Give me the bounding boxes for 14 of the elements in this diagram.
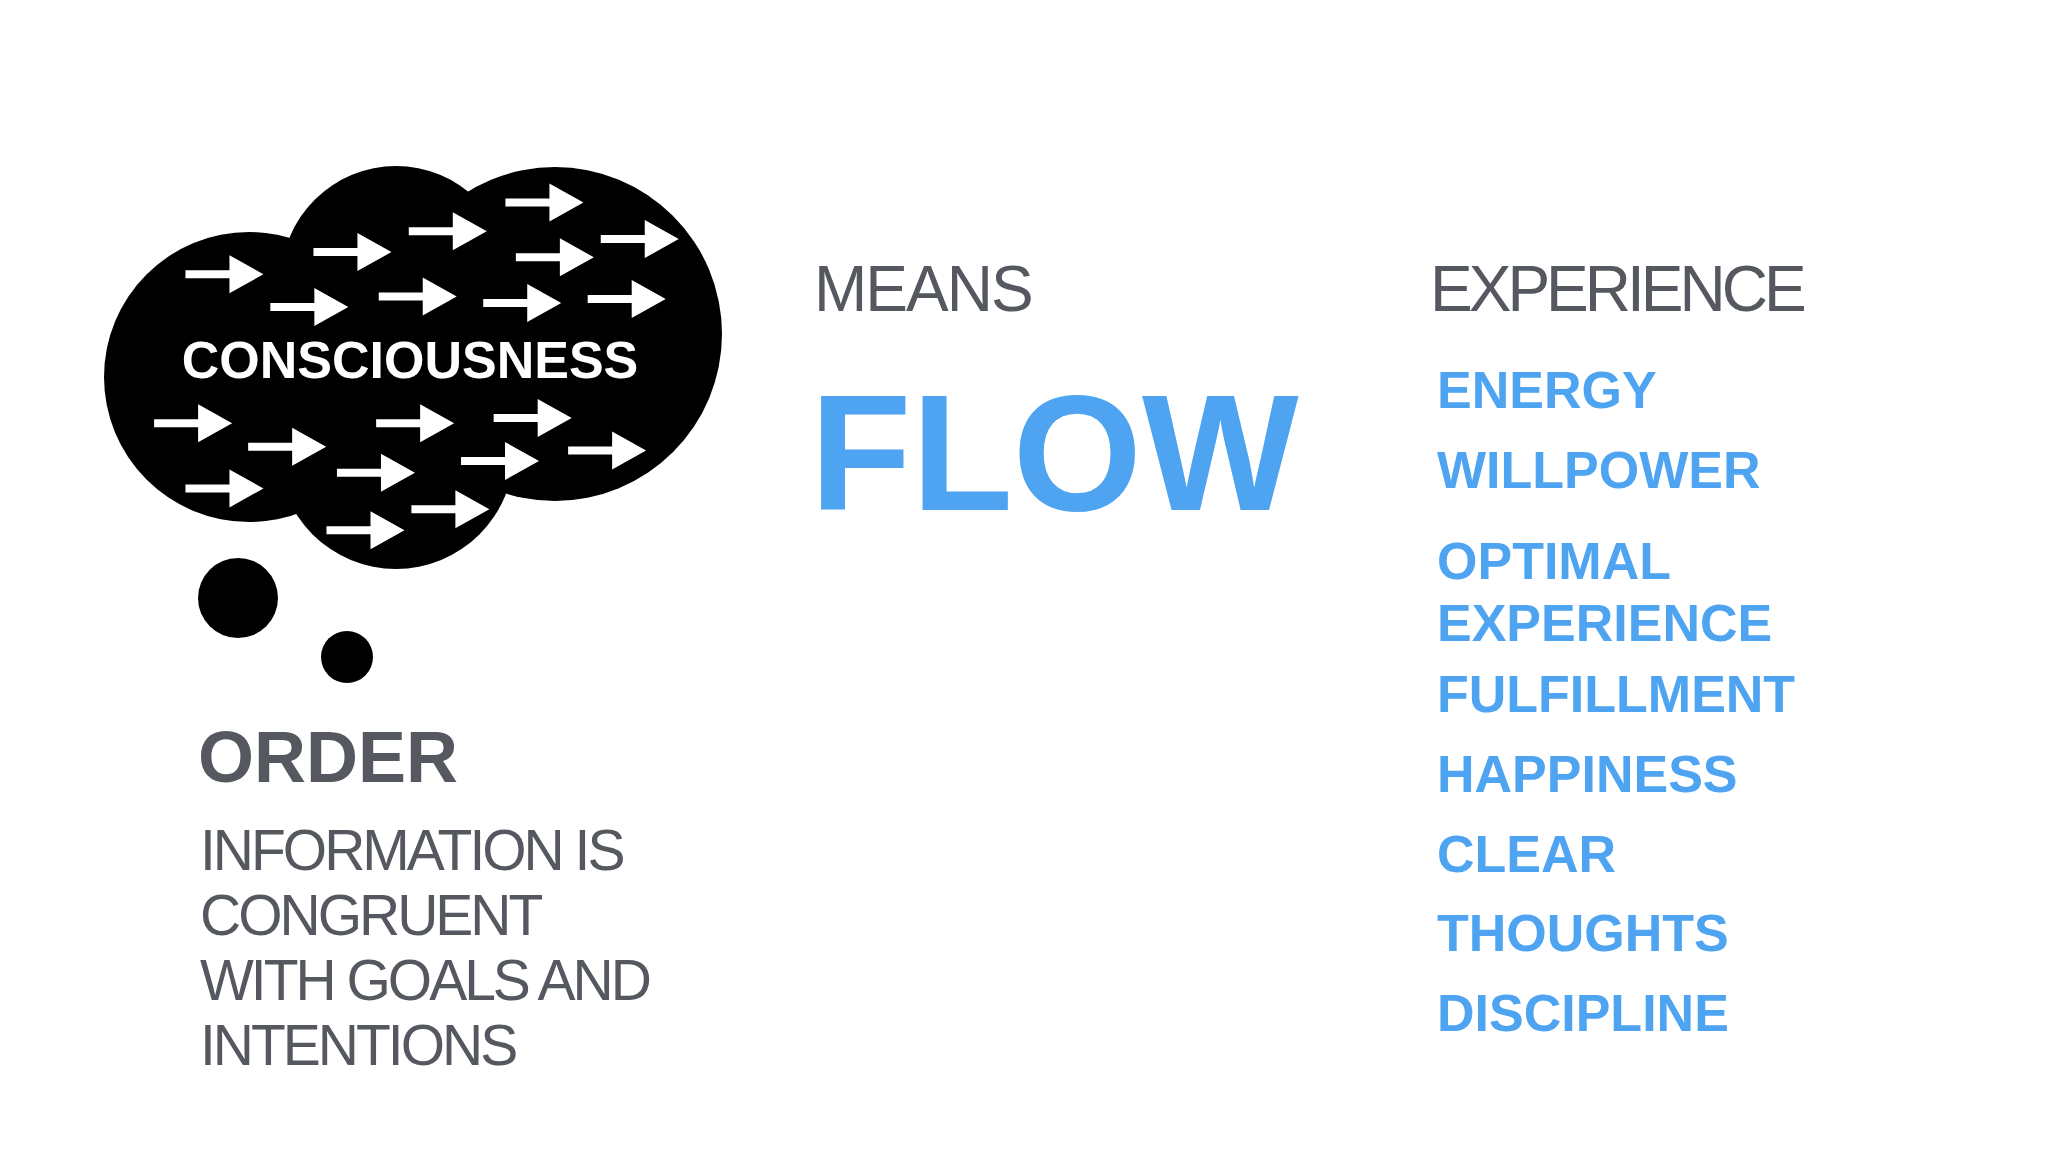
list-item: THOUGHTS <box>1437 905 1729 963</box>
list-item: FULFILLMENT <box>1437 666 1796 724</box>
list-item: DISCIPLINE <box>1437 985 1729 1043</box>
heading-label: MEANS <box>814 254 1032 325</box>
description-text: INFORMATION IS CONGRUENT WITH GOALS AND INTENTIONS <box>200 818 651 1078</box>
order-heading: ORDER <box>198 718 458 798</box>
list-item: ENERGY <box>1437 362 1657 420</box>
list-item: CLEAR <box>1437 826 1617 884</box>
flow-title: FLOW <box>810 370 1299 536</box>
list-item: WILLPOWER <box>1437 442 1761 500</box>
heading-label: EXPERIENCE <box>1430 254 1803 325</box>
list-item: OPTIMAL EXPERIENCE <box>1437 531 1774 654</box>
cloud-label: CONSCIOUSNESS <box>180 332 640 390</box>
list-item: HAPPINESS <box>1437 746 1738 804</box>
